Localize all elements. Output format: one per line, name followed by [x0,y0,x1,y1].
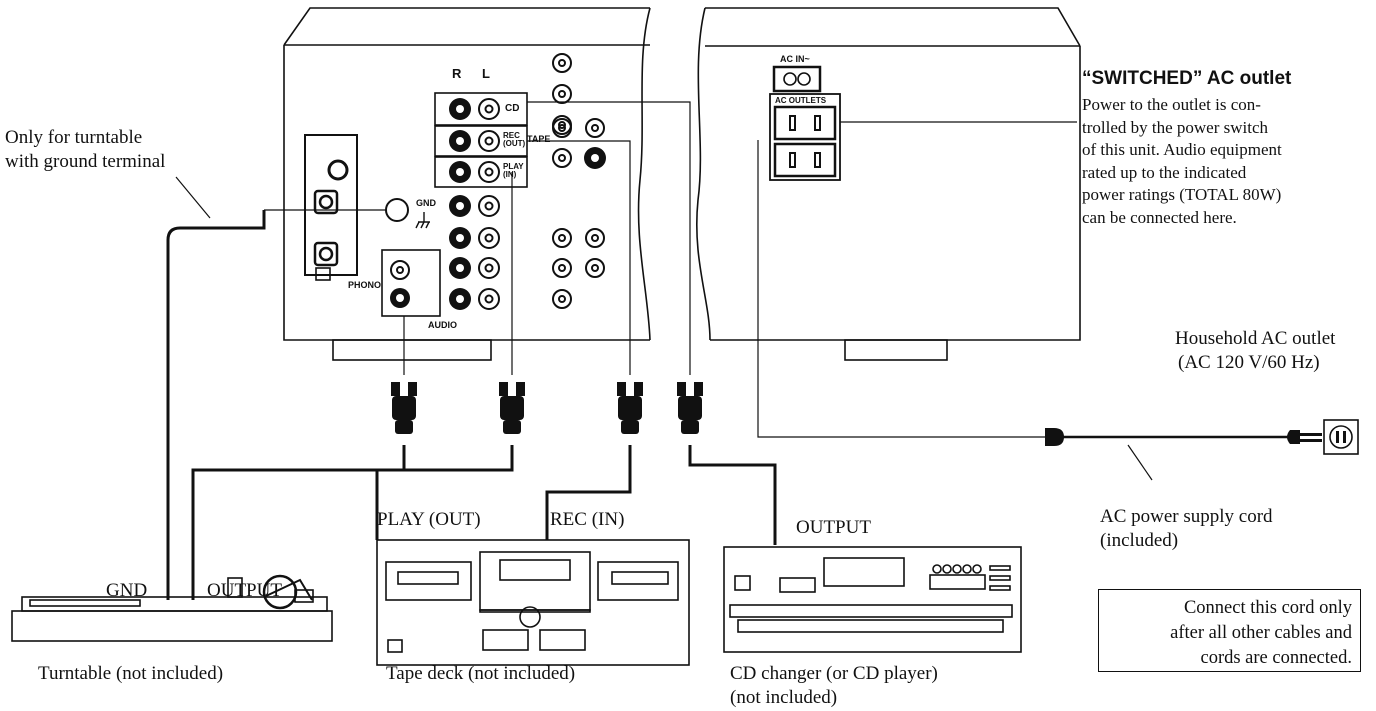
turntable-ground-note: Only for turntable with ground terminal [5,127,166,172]
cd-changer-illustration [723,546,1022,653]
household-outlet-label: Household AC outlet (AC 120 V/60 Hz) [1175,328,1336,373]
label-rec-out: REC(OUT) [503,131,526,148]
label-ac-in: AC IN~ [780,54,810,64]
turntable-illustration [11,574,333,642]
cord-warning-box: Connect this cord only after all other c… [1098,589,1361,672]
switched-outlet-title: “SWITCHED” AC outlet [1082,68,1292,89]
switched-outlet-description: Power to the outlet is con- trolled by t… [1082,95,1282,227]
deck-rec-in-label: REC (IN) [550,509,625,530]
tape-deck-caption: Tape deck (not included) [386,663,576,684]
label-play-in: PLAY(IN) [503,162,524,179]
label-ac-outlets: AC OUTLETS [775,96,827,105]
label-l-channel: L [482,66,490,81]
label-tape: TAPE [527,134,551,144]
tape-deck-illustration [376,539,690,666]
label-phono: PHONO [348,280,382,290]
cables [166,101,1300,600]
label-cd: CD [505,103,520,114]
main-unit-rear-panel [283,7,651,361]
rca-jacks [390,53,606,310]
cd-changer-caption: CD changer (or CD player) (not included) [730,663,938,708]
rca-plugs [391,382,703,434]
label-audio: AUDIO [428,320,457,330]
label-r-channel: R [452,66,462,81]
turntable-caption: Turntable (not included) [38,663,224,684]
cd-output-label: OUTPUT [796,517,871,538]
ac-cord-label: AC power supply cord (included) [1100,506,1273,551]
ac-plugs [1045,419,1359,455]
turntable-gnd-label: GND [106,580,148,601]
label-gnd-terminal: GND [416,198,436,208]
right-unit-rear-panel [695,7,1081,361]
ground-symbol [415,212,430,229]
deck-play-out-label: PLAY (OUT) [377,509,481,530]
turntable-output-label: OUTPUT [207,580,282,601]
